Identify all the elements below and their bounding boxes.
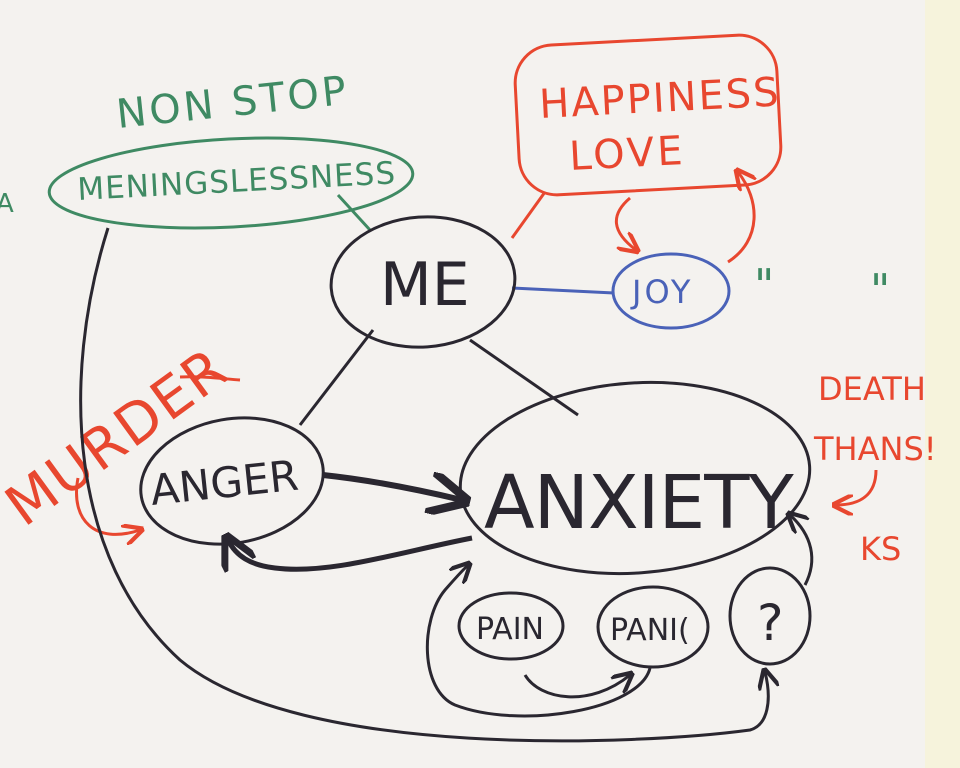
arrow-anger-to-anxiety [322, 475, 462, 500]
anxiety-label: ANXIETY [484, 460, 794, 546]
question-node [728, 566, 812, 666]
ditto-mark-1: " [754, 260, 774, 311]
arrow-joy-to-happiness [727, 172, 754, 264]
pain-label: PAIN [476, 612, 544, 647]
me-node [329, 215, 517, 349]
margin-mark-a: A [0, 189, 14, 219]
me-label: ME [380, 250, 470, 320]
link-me-anxiety [469, 338, 579, 417]
thanks-label: THANS! [813, 430, 937, 468]
pain-node [457, 591, 565, 661]
link-me-happiness [510, 191, 547, 239]
arrow-anxiety-to-anger [228, 538, 473, 569]
question-label: ? [757, 594, 784, 652]
love-label: LOVE [568, 128, 687, 180]
panic-node [596, 585, 710, 669]
happiness-love-node [513, 33, 783, 197]
joy-label: JOY [630, 273, 693, 311]
arrow-happiness-to-joy [614, 196, 636, 250]
meaningslessness-node [47, 136, 415, 230]
arrow-death-thanks-to-anxiety [836, 469, 878, 505]
arrow-question-to-anxiety [790, 515, 814, 586]
ks-label: KS [860, 530, 901, 568]
link-me-joy [511, 286, 615, 295]
paper-edge [925, 0, 960, 768]
anxiety-node [458, 380, 812, 576]
murder-underline [179, 375, 241, 382]
joy-node [611, 252, 731, 330]
link-me-anger [298, 329, 375, 426]
arrow-meaningslessness-to-question [79, 227, 769, 743]
link-meaningslessness-me [336, 193, 372, 232]
arrow-murder-to-anger [75, 477, 140, 534]
arrow-pain-to-panic [523, 675, 630, 699]
panic-label: PANI( [610, 613, 690, 648]
arrow-loop-to-anxiety [425, 565, 652, 718]
ditto-mark-2: " [870, 265, 890, 316]
death-label: DEATH [818, 370, 926, 408]
